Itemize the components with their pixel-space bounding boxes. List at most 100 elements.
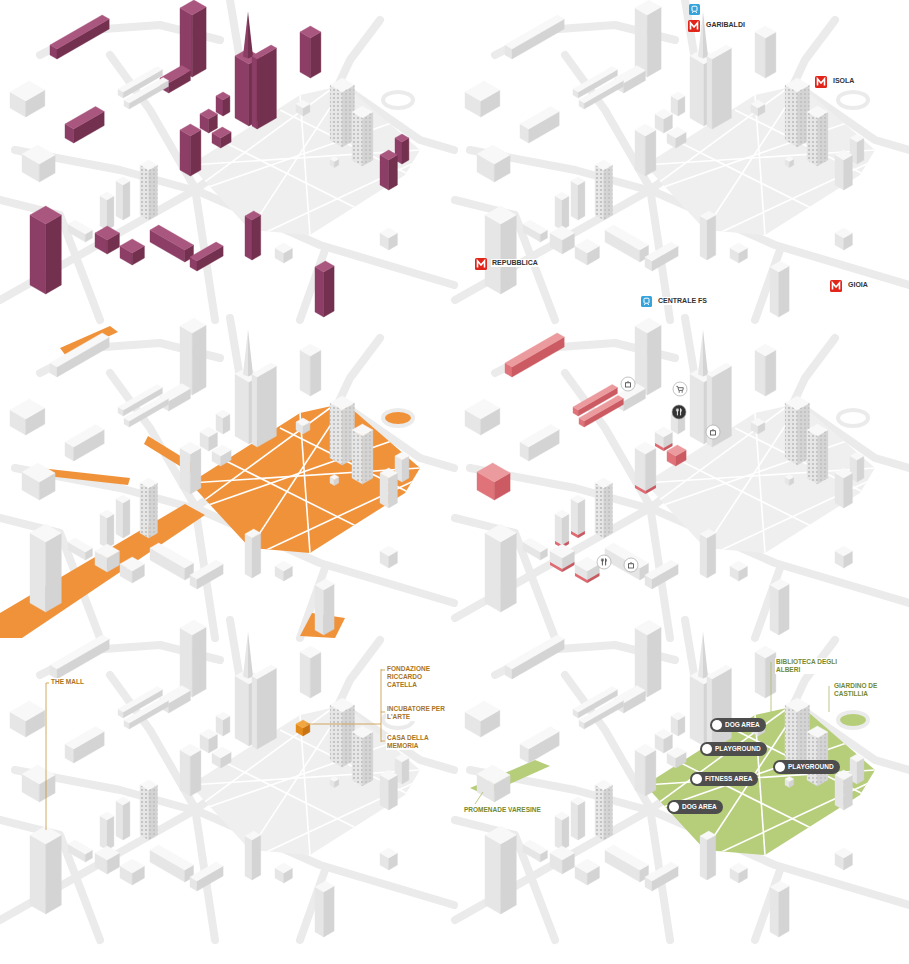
building-roof [645,862,678,881]
station-name: REPUBBLICA [491,259,539,267]
building-roof [667,445,686,456]
building-side [857,456,864,482]
building-roof [730,863,747,873]
building-roof [645,242,678,261]
train-icon-glyph [696,11,697,13]
building-roof [245,211,261,220]
building-roof [835,150,852,160]
building-roof [212,747,231,758]
amenity-icon [669,802,679,812]
building-side [310,350,321,396]
building-roof [124,78,168,104]
spire [703,12,708,59]
building-side [116,801,123,840]
building-side [252,56,257,129]
poi-icon [597,555,611,569]
building-roof [180,0,206,15]
building-side [645,448,656,494]
train-icon [641,296,652,307]
place-label: CASA DELLA MEMORIA [386,734,454,750]
map-panel [455,318,909,638]
leader-line [381,670,385,671]
building-windows [352,112,362,166]
street [565,55,670,320]
building-roof [635,744,656,756]
building-side [362,112,373,166]
building-windows [785,85,797,147]
building-side [380,155,389,190]
building-side [380,775,389,810]
building-windows [604,483,613,538]
building-side [245,534,252,578]
building-roof [150,225,194,250]
place-label: PROMENADE VARESINE [463,806,542,814]
park-paths [635,705,875,855]
building-side [645,130,656,176]
building-roof [380,848,397,858]
building-side [352,732,362,786]
building-roof [477,463,510,482]
leader-line [475,792,483,804]
building-roof [850,452,864,460]
building-side [100,196,107,230]
building-roof [477,145,510,164]
building-side [595,785,604,840]
building-roof [785,157,794,162]
building-windows [352,732,362,786]
building-roof [180,620,206,635]
amenity-name: DOG AREA [682,803,717,811]
building-side [402,138,409,164]
park-paths [635,85,875,235]
building-roof [465,701,500,721]
garden-ring [383,410,413,426]
building-side [257,366,276,447]
building-roof [520,425,559,448]
building-side [578,801,585,840]
building-windows [817,732,828,786]
building-roof [330,475,339,480]
building-side [835,473,844,508]
building-side [647,7,661,77]
street [230,318,240,378]
building-roof [315,261,334,272]
building-roof [30,524,61,542]
amenity-pill: DOG AREA [710,718,766,732]
building-side [765,350,776,396]
building-roof [395,452,409,460]
building-side [707,835,716,880]
building-side [755,652,765,698]
train-icon-glyph [648,303,649,305]
building-roof [523,840,547,854]
metro-icon [815,76,827,88]
street [300,250,325,320]
spire [698,12,703,59]
retail-band [645,485,656,494]
building-side [707,215,716,260]
building-side [755,32,765,78]
building-roof [667,747,686,758]
building-side [857,758,864,784]
building-roof [296,100,310,108]
building-side [149,483,158,538]
park [190,403,420,553]
building-roof [95,544,119,558]
building-roof [65,107,104,130]
building-side [46,215,62,294]
building-roof [216,712,230,720]
park-paths [180,85,420,235]
building-side [562,196,569,230]
building-roof [100,192,114,200]
building-side [252,676,257,749]
amenity-icon [692,774,702,784]
building-roof [50,333,109,367]
building-roof [65,425,104,448]
garden-ring [838,92,868,108]
building-roof [380,546,397,556]
building-side [844,155,853,190]
building-roof [190,242,223,261]
train-icon-glyph [692,11,693,13]
metro-icon [830,280,842,292]
garden-ring [838,410,868,426]
building-roof [296,418,310,426]
amenity-pill: FITNESS AREA [690,772,758,786]
